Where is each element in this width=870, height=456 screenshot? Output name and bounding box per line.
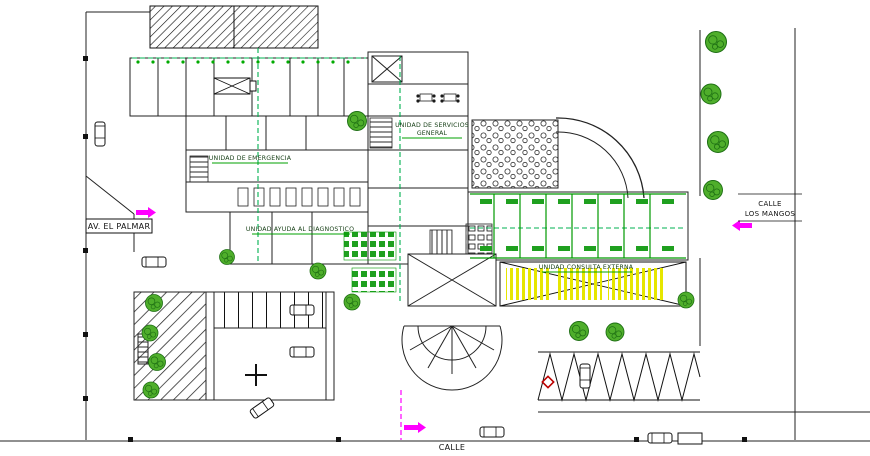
labels: AV. EL PALMAR CALLE LOS MANGOS CALLE UNI… (85, 122, 802, 452)
waiting-seats-green (351, 267, 397, 293)
tree-icon (569, 321, 589, 341)
tree-icon (347, 111, 367, 131)
tree-icon (700, 83, 722, 105)
consult-desks (480, 199, 674, 251)
car-icon (647, 432, 673, 444)
boundary-tick-marks (83, 56, 747, 442)
ambulance-icon (213, 77, 257, 95)
tree-icon (219, 249, 235, 265)
car-icon (579, 363, 591, 389)
hatched-roof (149, 5, 319, 49)
parking-left (133, 291, 335, 420)
car-icon (289, 346, 315, 358)
tree-icon (343, 293, 361, 311)
truck-icon (677, 432, 703, 445)
stone-garden (471, 117, 645, 199)
parking-right (537, 351, 701, 402)
courtyard-and-ramp (401, 253, 503, 391)
vehicles (94, 77, 703, 445)
car-icon (94, 121, 106, 147)
tree-icon (309, 262, 327, 280)
unit-label-outpatient: UNIDAD CONSULTA EXTERNA (539, 264, 634, 271)
waiting-seats-green (343, 231, 397, 261)
tree-icon (706, 130, 730, 154)
car-icon (141, 256, 167, 268)
unit-label-diagnostics: UNIDAD AYUDA AL DIAGNOSTICO (246, 226, 354, 233)
unit-label-emergency: UNIDAD DE EMERGENCIA (209, 155, 292, 162)
bed-row (237, 187, 361, 207)
tree-icon (145, 294, 163, 312)
tree-icon (704, 30, 728, 54)
magenta-markers (136, 207, 752, 440)
tree-icon (148, 353, 166, 371)
table-icon (416, 93, 436, 103)
tree-icon (141, 324, 159, 342)
planting-row (136, 60, 350, 64)
tree-icon (605, 322, 625, 342)
street-label-bottom: CALLE (439, 443, 466, 452)
table-icon (440, 93, 460, 103)
site-boundary (0, 11, 870, 442)
stair-icon (369, 117, 393, 149)
street-label-box (85, 218, 153, 234)
tree-icon (142, 381, 160, 399)
unit-label-services-2: GENERAL (417, 130, 448, 137)
cross-marker-icon (245, 364, 267, 386)
yellow-crossed-band (499, 261, 687, 307)
green-circulation (132, 48, 686, 304)
ramp-icon (401, 325, 503, 391)
car-icon (289, 304, 315, 316)
street-label-right-2: LOS MANGOS (745, 210, 796, 218)
street-label-left: AV. EL PALMAR (88, 222, 151, 231)
red-diamond-marker (541, 375, 555, 389)
car-icon (479, 426, 505, 438)
unit-label-services-1: UNIDAD DE SERVICIOS (395, 122, 469, 129)
tree-icon (677, 291, 695, 309)
stair-icon (189, 155, 209, 183)
tree-icon (703, 180, 723, 200)
street-label-right-1: CALLE (758, 200, 781, 208)
consult-room-walls (470, 193, 686, 259)
